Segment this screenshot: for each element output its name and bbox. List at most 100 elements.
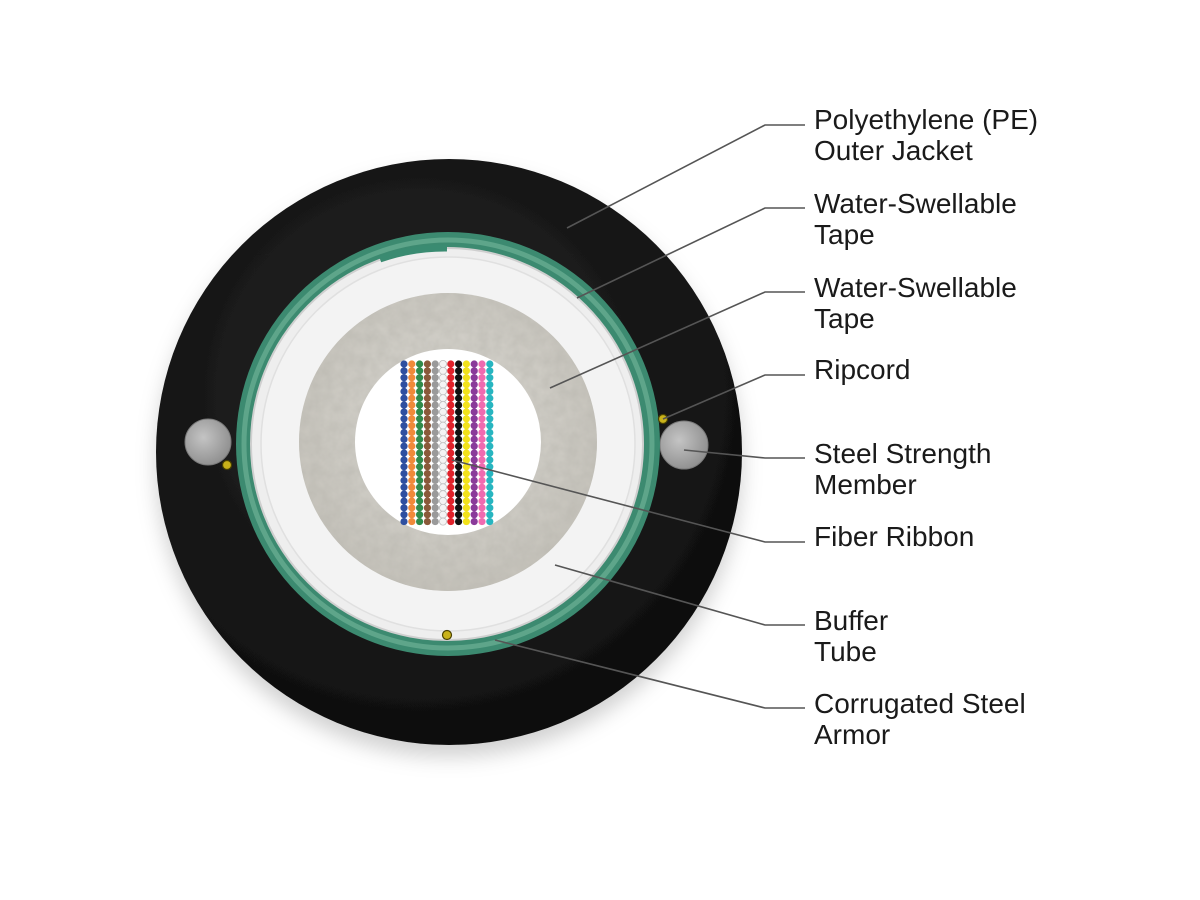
- optical-fiber: [408, 470, 416, 478]
- optical-fiber: [416, 511, 424, 519]
- optical-fiber: [486, 394, 494, 402]
- optical-fiber: [416, 442, 424, 450]
- optical-fiber: [400, 504, 408, 512]
- optical-fiber: [470, 483, 478, 491]
- optical-fiber: [408, 360, 416, 368]
- optical-fiber: [400, 449, 408, 457]
- optical-fiber: [400, 401, 408, 409]
- optical-fiber: [478, 456, 486, 464]
- optical-fiber: [416, 360, 424, 368]
- optical-fiber: [478, 476, 486, 485]
- label-ripcord: Ripcord: [814, 354, 910, 385]
- tape-overlap-edge: [378, 244, 448, 263]
- fiber-column: [431, 360, 439, 526]
- label-water-tape-inner: Water-Swellable Tape: [814, 272, 1025, 334]
- steel-strength-member-right: [659, 420, 709, 470]
- optical-fiber: [423, 442, 431, 450]
- optical-fiber: [431, 401, 439, 409]
- optical-fiber: [455, 442, 463, 450]
- optical-fiber: [478, 449, 486, 457]
- leader-lines: [451, 124, 805, 709]
- optical-fiber: [408, 401, 416, 409]
- optical-fiber: [416, 449, 424, 457]
- optical-fiber: [438, 496, 447, 505]
- optical-fiber: [486, 504, 494, 512]
- optical-fiber: [408, 415, 416, 423]
- optical-fiber: [431, 408, 439, 416]
- optical-fiber: [416, 387, 424, 395]
- optical-fiber: [462, 504, 470, 512]
- optical-fiber: [447, 428, 455, 437]
- optical-fiber: [470, 435, 478, 443]
- optical-fiber: [400, 517, 408, 526]
- optical-fiber: [455, 511, 463, 519]
- optical-fiber: [408, 490, 416, 498]
- optical-fiber: [447, 367, 455, 375]
- fiber-column: [408, 360, 416, 526]
- optical-fiber: [462, 497, 470, 505]
- optical-fiber: [438, 462, 447, 471]
- optical-fiber: [423, 476, 431, 485]
- optical-fiber: [400, 497, 408, 505]
- optical-fiber: [438, 373, 447, 382]
- optical-fiber: [416, 463, 424, 471]
- optical-fiber: [455, 463, 463, 471]
- optical-fiber: [455, 483, 463, 491]
- leader-buffer-tube: [554, 564, 805, 626]
- optical-fiber: [431, 435, 439, 443]
- optical-fiber: [470, 380, 478, 389]
- optical-fiber: [423, 374, 431, 382]
- optical-fiber: [478, 394, 486, 402]
- optical-fiber: [431, 511, 439, 519]
- optical-fiber: [438, 394, 447, 403]
- optical-fiber: [486, 483, 494, 491]
- optical-fiber: [431, 442, 439, 450]
- optical-fiber: [400, 367, 408, 375]
- leader-steel-member: [683, 449, 805, 459]
- fiber-column: [462, 360, 470, 526]
- optical-fiber: [478, 387, 486, 395]
- optical-fiber: [486, 422, 494, 430]
- optical-fiber: [438, 366, 447, 375]
- optical-fiber: [423, 394, 431, 402]
- optical-fiber: [400, 415, 408, 423]
- optical-fiber: [462, 394, 470, 402]
- optical-fiber: [486, 511, 494, 519]
- optical-fiber: [470, 470, 478, 478]
- optical-fiber: [462, 456, 470, 464]
- optical-fiber: [423, 504, 431, 512]
- optical-fiber: [400, 380, 408, 389]
- optical-fiber: [438, 517, 447, 526]
- optical-fiber: [462, 408, 470, 416]
- optical-fiber: [416, 401, 424, 409]
- optical-fiber: [447, 456, 455, 464]
- optical-fiber: [438, 510, 447, 519]
- optical-fiber: [416, 476, 424, 485]
- optical-fiber: [470, 367, 478, 375]
- optical-fiber: [478, 360, 486, 368]
- optical-fiber: [431, 463, 439, 471]
- optical-fiber: [470, 374, 478, 382]
- optical-fiber: [486, 360, 494, 368]
- optical-fiber: [438, 380, 447, 389]
- optical-fiber: [470, 408, 478, 416]
- optical-fiber: [455, 374, 463, 382]
- optical-fiber: [400, 442, 408, 450]
- optical-fiber: [447, 380, 455, 389]
- optical-fiber: [462, 360, 470, 368]
- optical-fiber: [400, 476, 408, 485]
- optical-fiber: [400, 428, 408, 437]
- optical-fiber: [400, 374, 408, 382]
- optical-fiber: [400, 456, 408, 464]
- optical-fiber: [447, 497, 455, 505]
- optical-fiber: [416, 422, 424, 430]
- optical-fiber: [462, 415, 470, 423]
- optical-fiber: [470, 360, 478, 368]
- optical-fiber: [486, 456, 494, 464]
- optical-fiber: [400, 408, 408, 416]
- optical-fiber: [408, 483, 416, 491]
- optical-fiber: [486, 435, 494, 443]
- optical-fiber: [408, 497, 416, 505]
- optical-fiber: [455, 428, 463, 437]
